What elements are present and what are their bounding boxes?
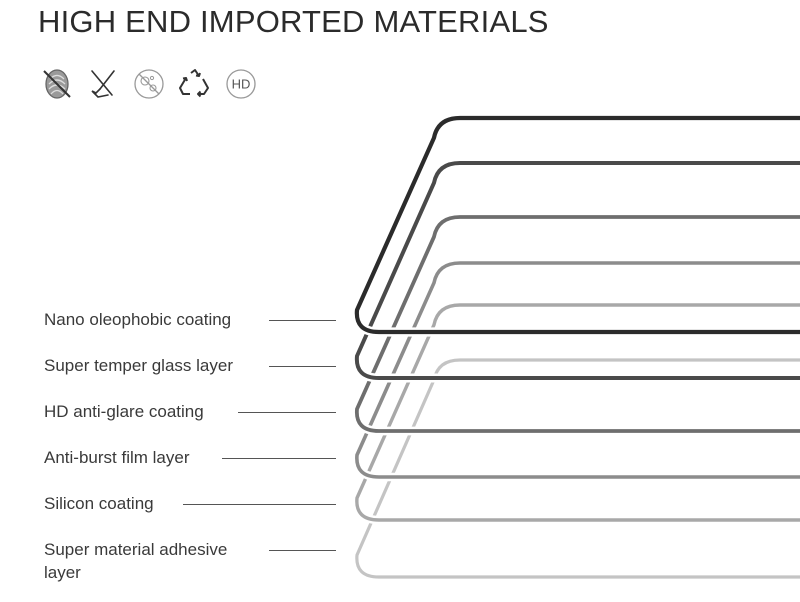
- anti-fingerprint-icon: [38, 65, 76, 103]
- hd-icon: HD: [222, 65, 260, 103]
- layer-outline-0: [354, 115, 800, 335]
- anti-bubble-icon: [130, 65, 168, 103]
- scratch-resistant-icon: [84, 65, 122, 103]
- layer-outline-1: [354, 161, 800, 380]
- recycle-icon: [176, 65, 214, 103]
- layer-label-silicon-coating: Silicon coating: [44, 494, 154, 513]
- leader-line: [238, 412, 336, 413]
- hd-icon-text: HD: [232, 77, 251, 92]
- layer-outline-5: [355, 358, 800, 579]
- leader-line: [183, 504, 336, 505]
- layer-outline-3: [355, 261, 800, 479]
- layer-outline-4: [355, 303, 800, 522]
- layer-outline-halo: [352, 258, 800, 482]
- leader-line: [269, 550, 336, 551]
- leader-line: [222, 458, 336, 459]
- layer-label-anti-burst-film-layer: Anti-burst film layer: [44, 448, 190, 467]
- feature-icons: HD: [38, 64, 260, 104]
- layer-label-super-temper-glass-layer: Super temper glass layer: [44, 356, 233, 375]
- layer-outline-2: [355, 215, 800, 433]
- leader-line: [269, 366, 336, 367]
- layer-label-hd-anti-glare-coating: HD anti-glare coating: [44, 402, 204, 421]
- leader-line: [269, 320, 336, 321]
- page-title: HIGH END IMPORTED MATERIALS: [38, 4, 549, 39]
- layer-label-super-material-adhesive-layer: Super material adhesive layer: [44, 540, 228, 582]
- layer-label-nano-oleophobic-coating: Nano oleophobic coating: [44, 310, 232, 329]
- layer-outline-halo: [352, 355, 800, 582]
